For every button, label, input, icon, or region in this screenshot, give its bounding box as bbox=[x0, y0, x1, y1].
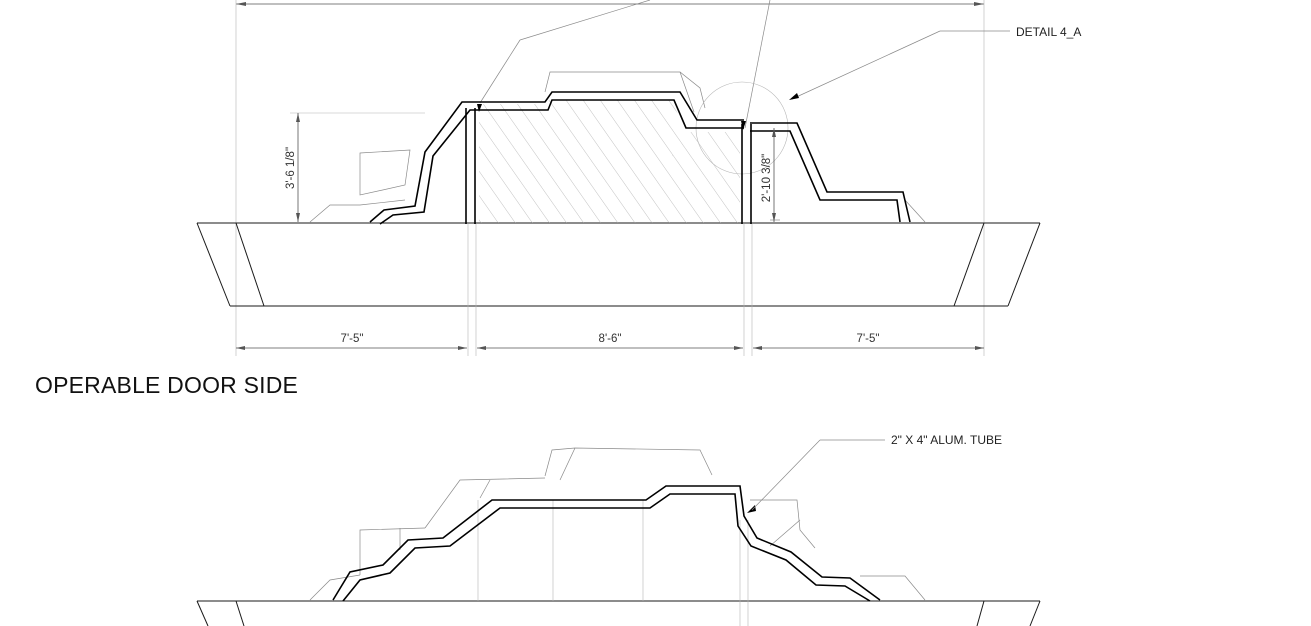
right-height-dimension: 2'-10 3/8" bbox=[761, 128, 776, 222]
left-height-dimension: 3'-6 1/8" bbox=[285, 113, 300, 222]
top-elevation: 3'-6 1/8" 2'-10 3/8" 7'-5" 8'-6" 7'-5" bbox=[196, 0, 1081, 356]
tube-callout-label: 2" X 4" ALUM. TUBE bbox=[891, 433, 1002, 447]
bottom-left-dim-label: 7'-5" bbox=[341, 333, 364, 345]
frame-outline bbox=[332, 485, 881, 602]
hatched-door-panel bbox=[479, 100, 740, 223]
detail-callout: DETAIL 4_A bbox=[789, 25, 1081, 100]
right-height-label: 2'-10 3/8" bbox=[761, 154, 773, 202]
dim-arrow bbox=[974, 2, 984, 6]
dim-arrow bbox=[236, 2, 246, 6]
detail-callout-label: DETAIL 4_A bbox=[1016, 25, 1081, 39]
frame-outline bbox=[369, 91, 911, 225]
bottom-elevation: 2" X 4" ALUM. TUBE bbox=[196, 433, 1041, 626]
leader-arrow bbox=[747, 505, 756, 513]
section-title: OPERABLE DOOR SIDE bbox=[35, 372, 299, 398]
tube-callout: 2" X 4" ALUM. TUBE bbox=[751, 433, 1002, 511]
leader-arrow bbox=[477, 104, 482, 112]
bottom-right-dim-label: 7'-5" bbox=[857, 333, 880, 345]
left-height-label: 3'-6 1/8" bbox=[285, 147, 297, 189]
base-hull bbox=[196, 600, 1041, 626]
bottom-center-dim-label: 8'-6" bbox=[599, 333, 622, 345]
bottom-dimensions: 7'-5" 8'-6" 7'-5" bbox=[236, 333, 984, 350]
background-outline bbox=[309, 447, 926, 626]
base-hull bbox=[196, 222, 1041, 307]
leader-arrow bbox=[741, 121, 746, 130]
